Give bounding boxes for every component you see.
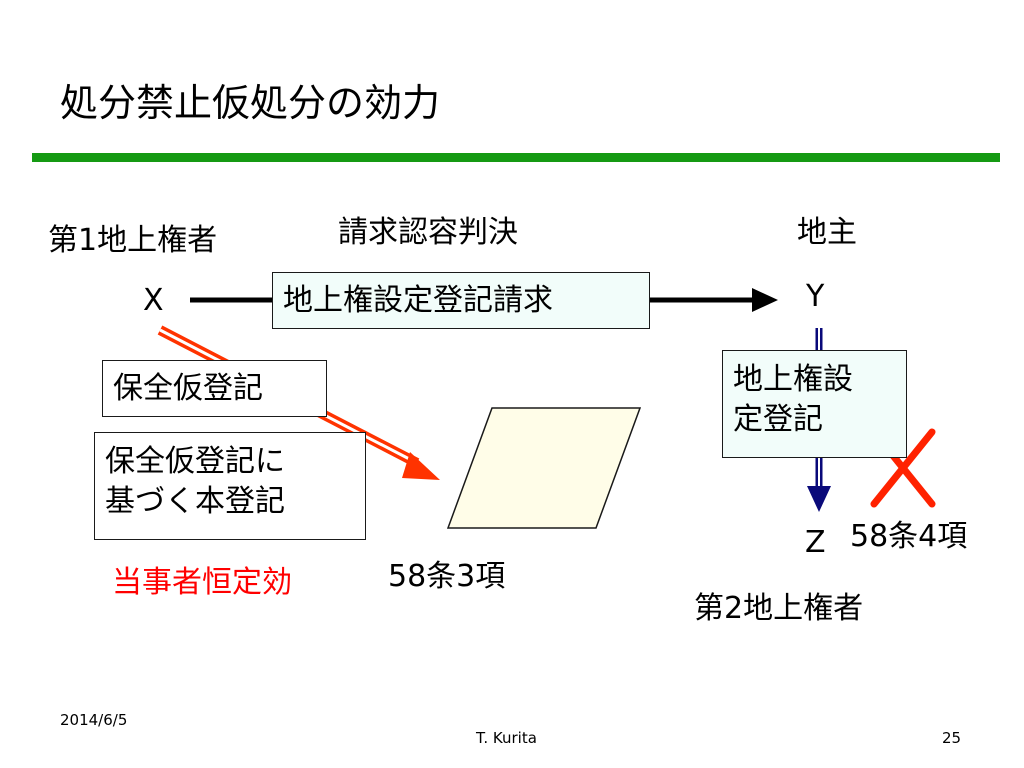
superficies-registration-line2: 定登記 <box>733 402 823 437</box>
second-holder-label: 第2地上権者 <box>694 591 864 626</box>
footer-date: 2014/6/5 <box>60 711 128 729</box>
claim-box: 地上権設定登記請求 <box>272 272 650 329</box>
final-registration-line2: 基づく本登記 <box>105 484 285 519</box>
final-registration-box: 保全仮登記に 基づく本登記 <box>94 432 366 540</box>
footer-author: T. Kurita <box>476 729 537 747</box>
party-z-label: Z <box>805 525 826 560</box>
property-parallelogram <box>446 407 642 529</box>
page-number: 25 <box>942 729 962 747</box>
judgment-label: 請求認容判決 <box>338 215 518 250</box>
final-registration-line1: 保全仮登記に <box>105 444 285 479</box>
landowner-label: 地主 <box>797 215 857 250</box>
article-58-4-label: 58条4項 <box>850 519 968 554</box>
claim-box-text: 地上権設定登記請求 <box>283 283 553 318</box>
provisional-registration-box: 保全仮登記 <box>102 360 327 417</box>
title-underline <box>32 153 1000 162</box>
superficies-registration-line1: 地上権設 <box>733 362 853 397</box>
party-constancy-effect-label: 当事者恒定効 <box>112 565 292 600</box>
slide-title: 処分禁止仮処分の効力 <box>60 81 441 125</box>
party-y-label: Y <box>806 279 825 314</box>
provisional-registration-text: 保全仮登記 <box>113 371 263 406</box>
article-58-3-label: 58条3項 <box>388 559 506 594</box>
superficies-registration-box: 地上権設 定登記 <box>722 350 907 458</box>
first-holder-label: 第1地上権者 <box>48 223 218 258</box>
party-x-label: X <box>143 283 164 318</box>
